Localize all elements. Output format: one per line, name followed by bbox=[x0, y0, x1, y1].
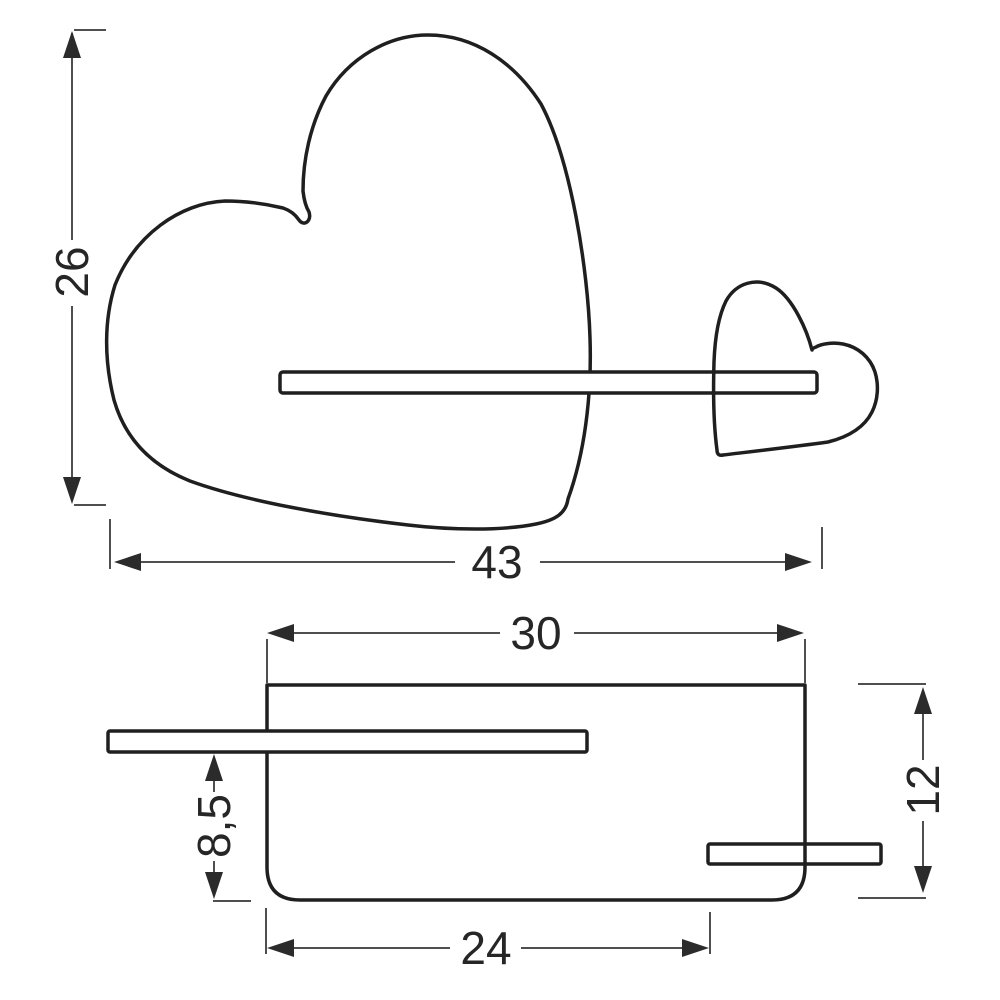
arrow-right-icon bbox=[682, 939, 709, 957]
dim-side-height: 12 bbox=[858, 683, 949, 899]
dimension-label: 8,5 bbox=[188, 794, 240, 858]
dim-side-top-width: 30 bbox=[266, 607, 806, 683]
arrow-left-icon bbox=[267, 939, 294, 957]
dim-side-shelf-to-bottom: 8,5 bbox=[188, 754, 251, 902]
side-view: 30 12 8,5 bbox=[106, 607, 949, 974]
dimension-label: 26 bbox=[46, 246, 98, 297]
dimension-label: 24 bbox=[460, 922, 511, 974]
small-heart-outline bbox=[711, 280, 880, 457]
arrow-up-icon bbox=[63, 31, 81, 58]
arrow-right-icon bbox=[777, 624, 804, 642]
arrow-up-icon bbox=[914, 687, 932, 714]
dimension-label: 30 bbox=[510, 607, 561, 659]
arrow-left-icon bbox=[114, 553, 141, 571]
arrow-down-icon bbox=[63, 477, 81, 504]
shelf-bar-front bbox=[278, 370, 819, 395]
dimension-label: 12 bbox=[897, 764, 949, 815]
dim-side-bottom-width: 24 bbox=[265, 908, 711, 974]
front-view: 26 43 bbox=[46, 29, 880, 588]
dimension-label: 43 bbox=[471, 536, 522, 588]
arrow-up-icon bbox=[205, 754, 223, 781]
shelf-bar-side bbox=[106, 729, 589, 754]
dim-front-width: 43 bbox=[109, 519, 823, 588]
small-shelf-bar-side bbox=[706, 842, 883, 866]
large-heart-outline bbox=[104, 33, 593, 531]
arrow-right-icon bbox=[785, 553, 812, 571]
arrow-down-icon bbox=[914, 866, 932, 893]
dim-front-height: 26 bbox=[46, 29, 106, 506]
arrow-down-icon bbox=[205, 872, 223, 899]
panel-outline-side bbox=[265, 683, 807, 902]
arrow-left-icon bbox=[267, 624, 294, 642]
